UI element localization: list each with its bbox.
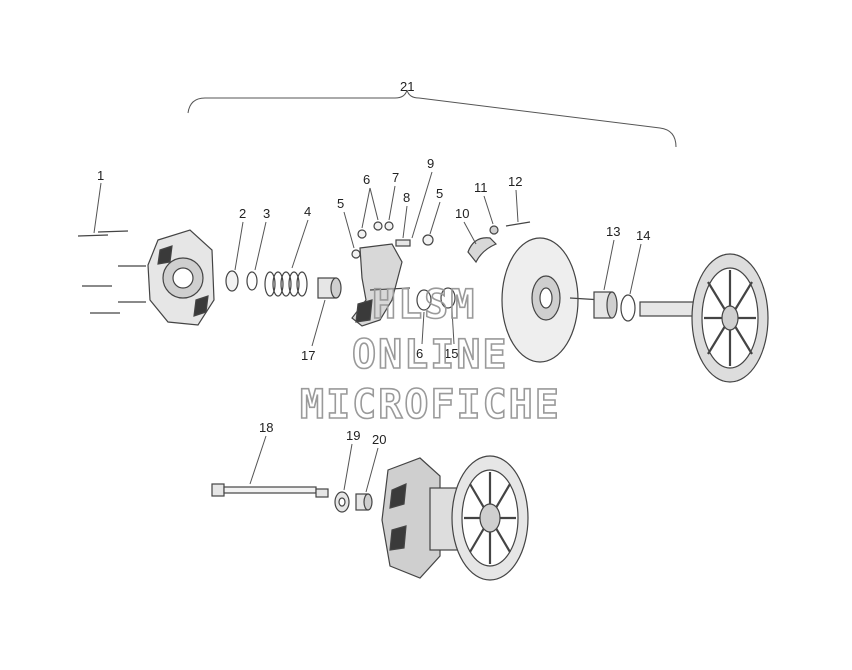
long-bolt-part-18: [211, 483, 329, 498]
leader-16: [421, 311, 425, 345]
roller-arm-assembly: [351, 243, 411, 327]
leader-8: [402, 205, 408, 239]
callout-11: 11: [474, 180, 488, 195]
leader-7: [388, 185, 396, 221]
leader-5a: [343, 211, 355, 249]
callout-12: 12: [508, 174, 522, 189]
nut-part-11: [489, 225, 499, 235]
spring-part-4: [264, 271, 308, 297]
callout-19: 19: [346, 428, 360, 443]
leader-5b: [429, 201, 441, 235]
leader-6a: [361, 187, 371, 229]
callout-18: 18: [259, 420, 273, 435]
ring-part-14: [620, 294, 636, 322]
callout-5b: 5: [436, 186, 443, 201]
bushing-part-17: [317, 277, 342, 299]
washer-part-6a: [357, 229, 367, 239]
assembly-bracket: [187, 89, 677, 148]
callout-7: 7: [392, 170, 399, 185]
leader-10: [463, 221, 477, 245]
ball-part-5a: [351, 249, 361, 259]
bushing-part-20: [355, 493, 373, 511]
leader-15: [451, 309, 455, 345]
callout-8: 8: [403, 190, 410, 205]
pin-part-7: [384, 221, 394, 231]
leader-19: [343, 443, 353, 491]
pin-part-8: [395, 239, 411, 247]
callout-17: 17: [301, 348, 315, 363]
watermark-line-1: HLSM: [372, 282, 476, 328]
ring-part-3: [246, 271, 258, 291]
leader-12: [515, 189, 519, 223]
callout-3: 3: [263, 206, 270, 221]
leader-6b: [369, 187, 379, 221]
bolt-part-12: [505, 221, 531, 227]
washer-part-19: [334, 491, 350, 513]
ball-part-5b: [422, 234, 434, 246]
leader-20: [365, 447, 379, 493]
callout-9: 9: [427, 156, 434, 171]
callout-4: 4: [304, 204, 311, 219]
callout-20: 20: [372, 432, 386, 447]
watermark-line-3: MICROFICHE: [300, 382, 561, 428]
leader-13: [603, 239, 615, 291]
callout-2: 2: [239, 206, 246, 221]
callout-21: 21: [400, 79, 414, 94]
assembled-clutch: [381, 455, 529, 581]
bearing-part-13: [593, 291, 618, 319]
leader-18: [249, 435, 267, 485]
bolts-part-1: [77, 230, 146, 314]
leader-11: [483, 195, 494, 225]
leader-2: [234, 221, 244, 271]
callout-5a: 5: [337, 196, 344, 211]
leader-17: [311, 299, 326, 347]
roller-part-16: [416, 289, 432, 311]
leader-4: [291, 219, 309, 269]
callout-16: 6: [416, 346, 423, 361]
callout-13: 13: [606, 224, 620, 239]
leader-1: [93, 182, 102, 234]
leader-14: [629, 243, 642, 295]
leader-9: [411, 171, 433, 239]
callout-6a: 6: [363, 172, 370, 187]
spider-cover-plate: [147, 229, 215, 326]
roller-part-15: [440, 287, 456, 309]
flyweight-part-10: [467, 237, 498, 264]
ring-part-2: [225, 270, 239, 292]
callout-1: 1: [97, 168, 104, 183]
leader-3: [254, 221, 267, 271]
washer-part-6b: [373, 221, 383, 231]
watermark-line-2: ONLINE: [352, 332, 509, 378]
callout-15: 15: [444, 346, 458, 361]
callout-10: 10: [455, 206, 469, 221]
callout-14: 14: [636, 228, 650, 243]
moveable-sheave: [501, 237, 603, 363]
fixed-sheave: [639, 253, 769, 383]
